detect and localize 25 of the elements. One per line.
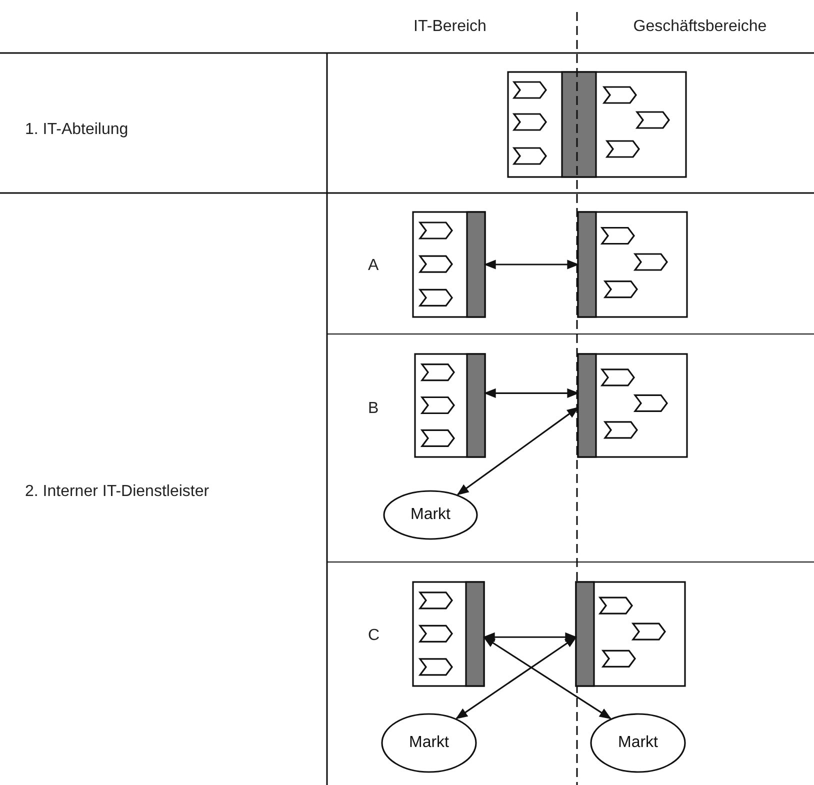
row-heading: 2. Interner IT-Dienstleister — [25, 483, 210, 501]
row-heading: 1. IT-Abteilung — [25, 121, 128, 139]
double-arrow — [456, 636, 577, 720]
double-arrow — [456, 406, 579, 496]
business-unit-box — [578, 354, 687, 457]
double-arrow — [483, 636, 612, 720]
business-unit-box — [578, 212, 687, 317]
market-label: Markt — [618, 734, 658, 752]
business-unit-box — [576, 582, 685, 686]
double-arrow — [484, 260, 580, 270]
variant-letter: A — [368, 257, 379, 275]
column-heading: IT-Bereich — [414, 18, 486, 36]
double-arrow — [482, 632, 578, 642]
column-heading: Geschäftsbereiche — [633, 18, 767, 36]
variant-letter: C — [368, 627, 380, 645]
double-arrow — [484, 388, 580, 398]
market-label: Markt — [409, 734, 449, 752]
it-unit-box — [415, 354, 485, 457]
market-label: Markt — [410, 506, 450, 524]
market-ellipse — [590, 713, 686, 773]
market-ellipse — [383, 490, 478, 540]
it-unit-box — [413, 582, 484, 686]
market-ellipse — [381, 713, 477, 773]
variant-letter: B — [368, 400, 379, 418]
it-unit-box — [413, 212, 485, 317]
